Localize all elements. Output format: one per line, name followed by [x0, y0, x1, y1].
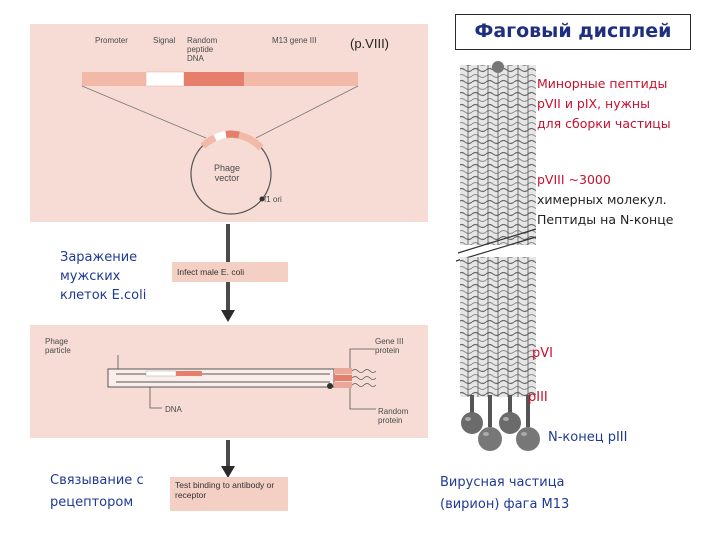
binding-caption-line-2: рецептором [50, 495, 134, 510]
vector-map-svg [81, 71, 359, 215]
random-peptide-segment [184, 72, 244, 86]
down-arrow-2 [221, 440, 235, 478]
pviii-note: pVIII ~3000 химерных молекул. Пептиды на… [537, 170, 715, 230]
virion-caption-line-1: Вирусная частица [440, 475, 565, 490]
virion-lower-body [460, 257, 536, 397]
minor-note-line-1: Минорные пептиды [537, 76, 668, 91]
binding-step-box: Test binding to antibody or receptor [170, 477, 288, 511]
virion-upper-body [460, 61, 536, 245]
virion-caption: Вирусная частица (вирион) фага М13 [440, 472, 569, 516]
random-peptide-dna-label: Random peptide DNA [187, 36, 218, 63]
gene3-segment [244, 72, 358, 86]
pviii-note-line-3: Пептиды на N-конце [537, 212, 674, 227]
promoter-label: Promoter [95, 36, 128, 45]
ori-dot [259, 196, 265, 202]
ori-label: f1 ori [264, 195, 282, 204]
minor-note-line-3: для сборки частицы [537, 116, 671, 131]
signal-label: Signal [153, 36, 176, 45]
phage-virion-svg [455, 61, 540, 451]
minor-note-line-2: pVII и pIX, нужны [537, 96, 650, 111]
piii-label: pIII [528, 390, 548, 405]
virion-caption-line-2: (вирион) фага М13 [440, 497, 570, 512]
phage-particle-svg [107, 348, 377, 410]
promoter-segment [82, 72, 146, 86]
binding-caption: Связывание с рецептором [50, 470, 144, 514]
vector-construct-panel [30, 24, 428, 222]
dna-label: DNA [165, 405, 182, 414]
infect-step-box: Infect male E. coli [172, 262, 288, 282]
pviii-note-line-2: химерных молекул. [537, 192, 667, 207]
virion-break-line [457, 228, 537, 254]
phage-particle-label: Phage particle [45, 337, 71, 355]
page-title: Фаговый дисплей [455, 14, 691, 50]
infect-caption: Заражение мужских клеток E.coli [60, 248, 146, 305]
piii-proteins [461, 395, 540, 451]
pviii-note-line-1: pVIII ~3000 [537, 172, 611, 187]
pvi-label: pVI [532, 346, 553, 361]
n-terminus-label: N-конец pIII [548, 430, 628, 445]
infect-caption-line-2: мужских [60, 269, 121, 284]
particle-tip [327, 383, 333, 389]
pviii-label: (p.VIII) [350, 36, 390, 51]
m13-gene3-label: M13 gene III [272, 36, 317, 45]
infect-caption-line-1: Заражение [60, 250, 138, 265]
binding-caption-line-1: Связывание с [50, 473, 144, 488]
phage-capsid [107, 368, 335, 388]
minor-peptides-note: Минорные пептиды pVII и pIX, нужны для с… [537, 74, 715, 134]
random-protein-label: Random protein [378, 407, 409, 425]
gene3-protein-label: Gene III protein [375, 337, 404, 355]
infect-caption-line-3: клеток E.coli [60, 288, 147, 303]
minor-protein-cap [492, 61, 504, 73]
phage-vector-label: Phage vector [213, 163, 241, 183]
signal-segment [145, 71, 185, 87]
